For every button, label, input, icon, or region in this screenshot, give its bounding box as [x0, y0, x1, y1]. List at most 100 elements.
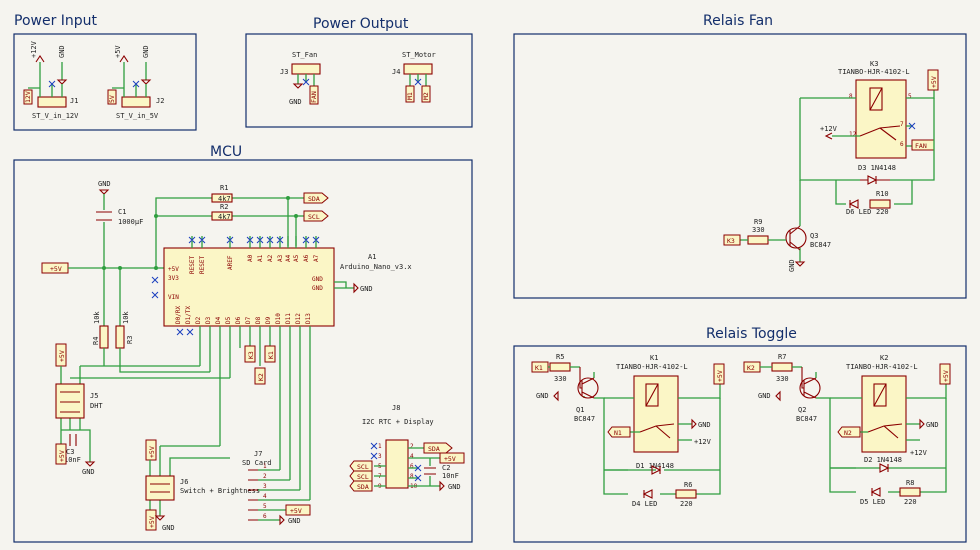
j3-nc-x	[302, 78, 310, 86]
c1-gnd-symbol	[98, 189, 110, 195]
j2-pins	[123, 84, 147, 97]
m1-flag	[405, 85, 415, 103]
j5-connector[interactable]	[55, 383, 85, 419]
nano-pin-a6: A6	[303, 254, 310, 262]
j1-nc-x	[48, 80, 56, 88]
k2-p5v-flag	[939, 363, 951, 385]
j7-gnd-label: GND	[288, 517, 301, 525]
nano-pin-a3: A3	[277, 254, 284, 262]
fan-flag-relay-text: FAN	[915, 142, 927, 150]
j1-gnd-symbol	[56, 79, 68, 85]
j7-pins[interactable]	[248, 469, 258, 521]
r10-resistor[interactable]	[869, 199, 891, 209]
nano-pin-a4: A4	[285, 254, 292, 262]
mcu-group: GND C1 1000µF +5V R1 4k7 R2 4k7 SDA SCL …	[41, 180, 465, 532]
r2-value: 4k7	[218, 213, 231, 221]
k3-relay[interactable]	[855, 79, 907, 159]
r4-value: 10k	[93, 311, 101, 324]
c1-capacitor[interactable]	[96, 211, 112, 221]
j3-connector[interactable]	[291, 63, 321, 75]
k2-coil	[873, 383, 887, 407]
r9-ref: R9	[754, 218, 762, 226]
nano-pin-d9: D9	[265, 316, 272, 324]
junction	[154, 266, 158, 270]
q3-transistor[interactable]	[785, 227, 807, 249]
r1-resistor[interactable]	[211, 193, 233, 203]
d6-led	[848, 199, 859, 209]
j8-scl-flag2-text: SCL	[357, 473, 369, 481]
j6-wires	[149, 445, 230, 516]
j2-gnd-label: GND	[142, 45, 150, 58]
j8-nc-x	[370, 442, 422, 482]
k3-coil	[869, 87, 883, 111]
k1-gnd-label: GND	[698, 421, 711, 429]
c3-capacitor[interactable]	[69, 434, 77, 446]
relais-toggle-k2: K2 R7 330 GND Q2 BC847 K2 TIANBO-HJR-410…	[743, 353, 951, 506]
k3-pin6: 6	[900, 141, 904, 148]
q2-gnd-label: GND	[758, 392, 771, 400]
j6-gnd-symbol	[154, 515, 166, 521]
nano-pin-d5: D5	[225, 316, 232, 324]
j4-value: ST_Motor	[402, 51, 436, 59]
j8-scl-flag1-text: SCL	[357, 463, 369, 471]
nano-pin-d11: D11	[285, 313, 292, 324]
j8-connector[interactable]	[385, 439, 409, 489]
nano-pin-aref: AREF	[227, 255, 234, 270]
v5-flag-text: 5V	[108, 95, 116, 103]
q2-transistor[interactable]	[799, 377, 821, 399]
r2-resistor[interactable]	[211, 211, 233, 221]
nano-pin-d0: D0/RX	[175, 306, 182, 324]
j7-ref: J7	[254, 450, 262, 458]
k2-coil-diag	[873, 383, 887, 407]
j8-gnd-label: GND	[448, 483, 461, 491]
k3-p5v-flag	[927, 69, 939, 91]
j2-connector[interactable]	[121, 96, 151, 108]
sda-flag	[303, 192, 329, 204]
j5-p5v-text: +5V	[58, 350, 66, 362]
j5-ref: J5	[90, 392, 98, 400]
nano-bottom-nc	[176, 328, 194, 336]
r6-resistor[interactable]	[675, 489, 697, 499]
fan-flag-out	[309, 85, 319, 105]
r4-resistor[interactable]	[99, 325, 109, 349]
j1-pins	[39, 84, 63, 97]
j8-pin1: 1	[378, 443, 382, 450]
q1-transistor[interactable]	[577, 377, 599, 399]
j6-p5v-bottom-text: +5V	[148, 516, 156, 528]
j4-connector[interactable]	[403, 63, 433, 75]
j1-gnd-label: GND	[58, 45, 66, 58]
c2-capacitor[interactable]	[424, 467, 436, 475]
d3-label: D3 1N4148	[858, 164, 896, 172]
r5-resistor[interactable]	[549, 362, 571, 372]
j8-pin3: 3	[378, 453, 382, 460]
nano-bottom-pins: D0/RX D1/TX D2 D3 D4 D5 D6 D7 D8 D9 D10 …	[175, 306, 312, 500]
j7-p5v-flag	[285, 504, 311, 516]
d2-label: D2 1N4148	[864, 456, 902, 464]
k3-pin7: 7	[900, 121, 904, 128]
k3-pin8: 8	[849, 93, 853, 100]
j6-p5v-flag	[145, 439, 157, 461]
a1-ref: A1	[368, 253, 376, 261]
k2-12v-label: +12V	[910, 449, 928, 457]
relais-toggle-k1: K1 R5 330 GND Q1 BC847 K1 TIANBO-HJR-410…	[531, 353, 725, 508]
j6-connector[interactable]	[145, 475, 175, 501]
r7-resistor[interactable]	[771, 362, 793, 372]
j8-p5v-text: +5V	[444, 455, 456, 463]
a1-arduino-nano[interactable]	[163, 247, 335, 327]
j2-nc-x	[132, 80, 140, 88]
nano-pin-d12: D12	[295, 313, 302, 324]
r9-resistor[interactable]	[747, 235, 769, 245]
j8-ref: J8	[392, 404, 400, 412]
m1-flag-text: M1	[406, 92, 414, 100]
k1-coil-diag	[645, 383, 659, 407]
r3-ref: R3	[126, 336, 134, 344]
n1-flag-text: N1	[614, 429, 622, 437]
j2-gnd-symbol	[140, 79, 152, 85]
j1-connector[interactable]	[37, 96, 67, 108]
q1-ref: Q1	[576, 406, 584, 414]
c3-ref: C3	[66, 448, 74, 456]
r3-resistor[interactable]	[115, 325, 125, 349]
nano-pin-d1: D1/TX	[185, 306, 192, 324]
r8-resistor[interactable]	[899, 487, 921, 497]
nano-pin-a0: A0	[247, 254, 254, 262]
